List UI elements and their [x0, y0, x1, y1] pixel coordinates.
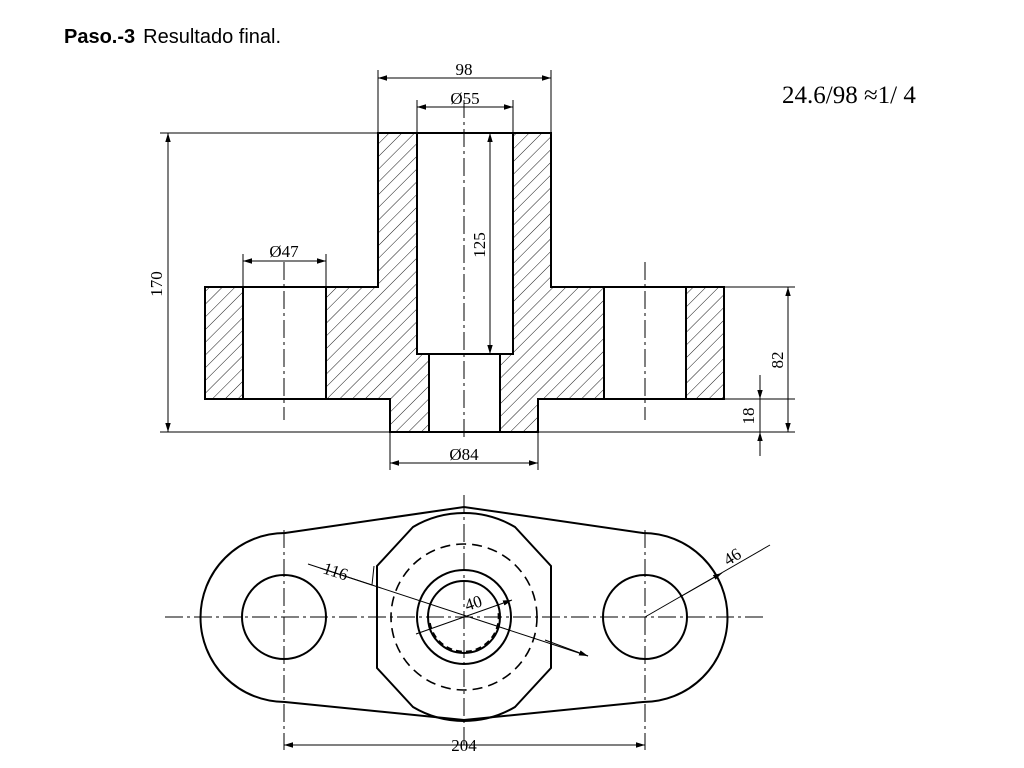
plan-outline — [199, 505, 729, 722]
dim-55 — [416, 100, 514, 133]
plan-centerlines — [165, 495, 765, 750]
dim-84 — [389, 432, 539, 470]
dim-170-label: 170 — [147, 271, 166, 297]
dim-46-label: 46 — [720, 544, 744, 569]
section-view: 98 Ø55 125 170 Ø47 — [147, 60, 795, 470]
dim-82-label: 82 — [768, 352, 787, 369]
dim-98 — [377, 70, 552, 133]
dim-84-label: Ø84 — [449, 445, 479, 464]
dim-40-label: 40 — [462, 591, 484, 614]
hidden-circle — [390, 543, 538, 691]
dim-47-label: Ø47 — [269, 242, 299, 261]
bore-circle — [427, 580, 501, 654]
dim-98-label: 98 — [456, 60, 473, 79]
dim-40 — [415, 599, 513, 635]
right-hole — [602, 574, 688, 660]
left-hole — [241, 574, 327, 660]
dim-170 — [160, 132, 390, 433]
section-hatching — [205, 133, 724, 432]
central-boss-outline — [376, 512, 552, 722]
dim-116-label: 116 — [321, 559, 351, 585]
step-label: Paso.-3 — [64, 26, 136, 48]
dim-204-label: 204 — [451, 736, 477, 755]
plan-view: 116 40 46 204 — [165, 495, 771, 755]
dim-125-label: 125 — [470, 232, 489, 258]
dim-47 — [242, 254, 327, 287]
dim-18-label: 18 — [739, 408, 758, 425]
scale-note: 24.6/98 ≈1/ 4 — [782, 82, 916, 109]
dim-46 — [644, 544, 771, 618]
boss-inner-circle — [416, 569, 512, 665]
dim-18 — [538, 375, 795, 456]
dim-116 — [307, 563, 589, 657]
slide-header: Paso.-3 Resultado final. — [64, 26, 281, 49]
dim-55-label: Ø55 — [450, 89, 479, 108]
step-title: Resultado final. — [143, 26, 282, 48]
section-centerlines — [283, 100, 646, 440]
